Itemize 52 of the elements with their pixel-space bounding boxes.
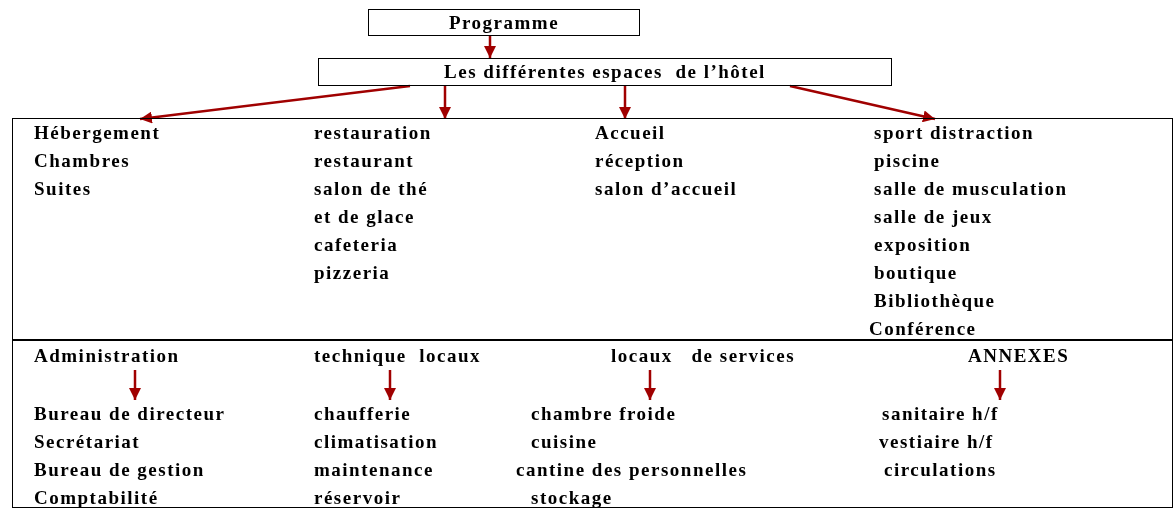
category-heading: technique locaux xyxy=(314,344,481,368)
category-heading: Hébergement xyxy=(34,121,161,145)
category-heading: locaux de services xyxy=(611,344,796,368)
list-item: salon de thé xyxy=(314,177,429,201)
list-item: cuisine xyxy=(531,430,598,454)
arrow xyxy=(644,370,656,400)
list-item: boutique xyxy=(874,261,958,285)
category-heading: sanitaire h/f xyxy=(882,402,999,426)
category-heading: sport distraction xyxy=(874,121,1035,145)
arrow xyxy=(384,370,396,400)
category-heading: restauration xyxy=(314,121,432,145)
list-item: et de glace xyxy=(314,205,415,229)
title-box: Les différentes espaces de l’hôtel xyxy=(318,58,892,86)
list-item: maintenance xyxy=(314,458,434,482)
arrow xyxy=(994,370,1006,400)
list-item: salle de jeux xyxy=(874,205,993,229)
category-heading: ANNEXES xyxy=(968,344,1070,368)
list-item: restaurant xyxy=(314,149,415,173)
list-item: piscine xyxy=(874,149,941,173)
list-item: stockage xyxy=(531,486,613,509)
category-heading: Administration xyxy=(34,344,180,368)
list-item: cafeteria xyxy=(314,233,399,257)
section-frame xyxy=(12,118,1173,340)
category-heading: Accueil xyxy=(595,121,666,145)
arrow xyxy=(439,86,451,119)
list-item: salle de musculation xyxy=(874,177,1068,201)
list-item: Bibliothèque xyxy=(874,289,996,313)
title-box: Programme xyxy=(368,9,640,36)
list-item: Conférence xyxy=(869,317,977,341)
list-item: pizzeria xyxy=(314,261,391,285)
arrow xyxy=(484,36,496,58)
list-item: réception xyxy=(595,149,685,173)
section-frame xyxy=(12,340,1173,508)
list-item: salon d’accueil xyxy=(595,177,738,201)
list-item: cantine des personnelles xyxy=(516,458,748,482)
list-item: Bureau de gestion xyxy=(34,458,205,482)
category-heading: chaufferie xyxy=(314,402,412,426)
list-item: Chambres xyxy=(34,149,131,173)
list-item: Comptabilité xyxy=(34,486,159,509)
category-heading: chambre froide xyxy=(531,402,677,426)
list-item: Secrétariat xyxy=(34,430,141,454)
list-item: exposition xyxy=(874,233,972,257)
arrow xyxy=(789,84,936,123)
list-item: vestiaire h/f xyxy=(879,430,994,454)
list-item: climatisation xyxy=(314,430,438,454)
arrow xyxy=(619,86,631,119)
category-heading: Bureau de directeur xyxy=(34,402,226,426)
arrow xyxy=(139,84,411,124)
list-item: Suites xyxy=(34,177,92,201)
list-item: réservoir xyxy=(314,486,402,509)
arrow xyxy=(129,370,141,400)
list-item: circulations xyxy=(884,458,997,482)
